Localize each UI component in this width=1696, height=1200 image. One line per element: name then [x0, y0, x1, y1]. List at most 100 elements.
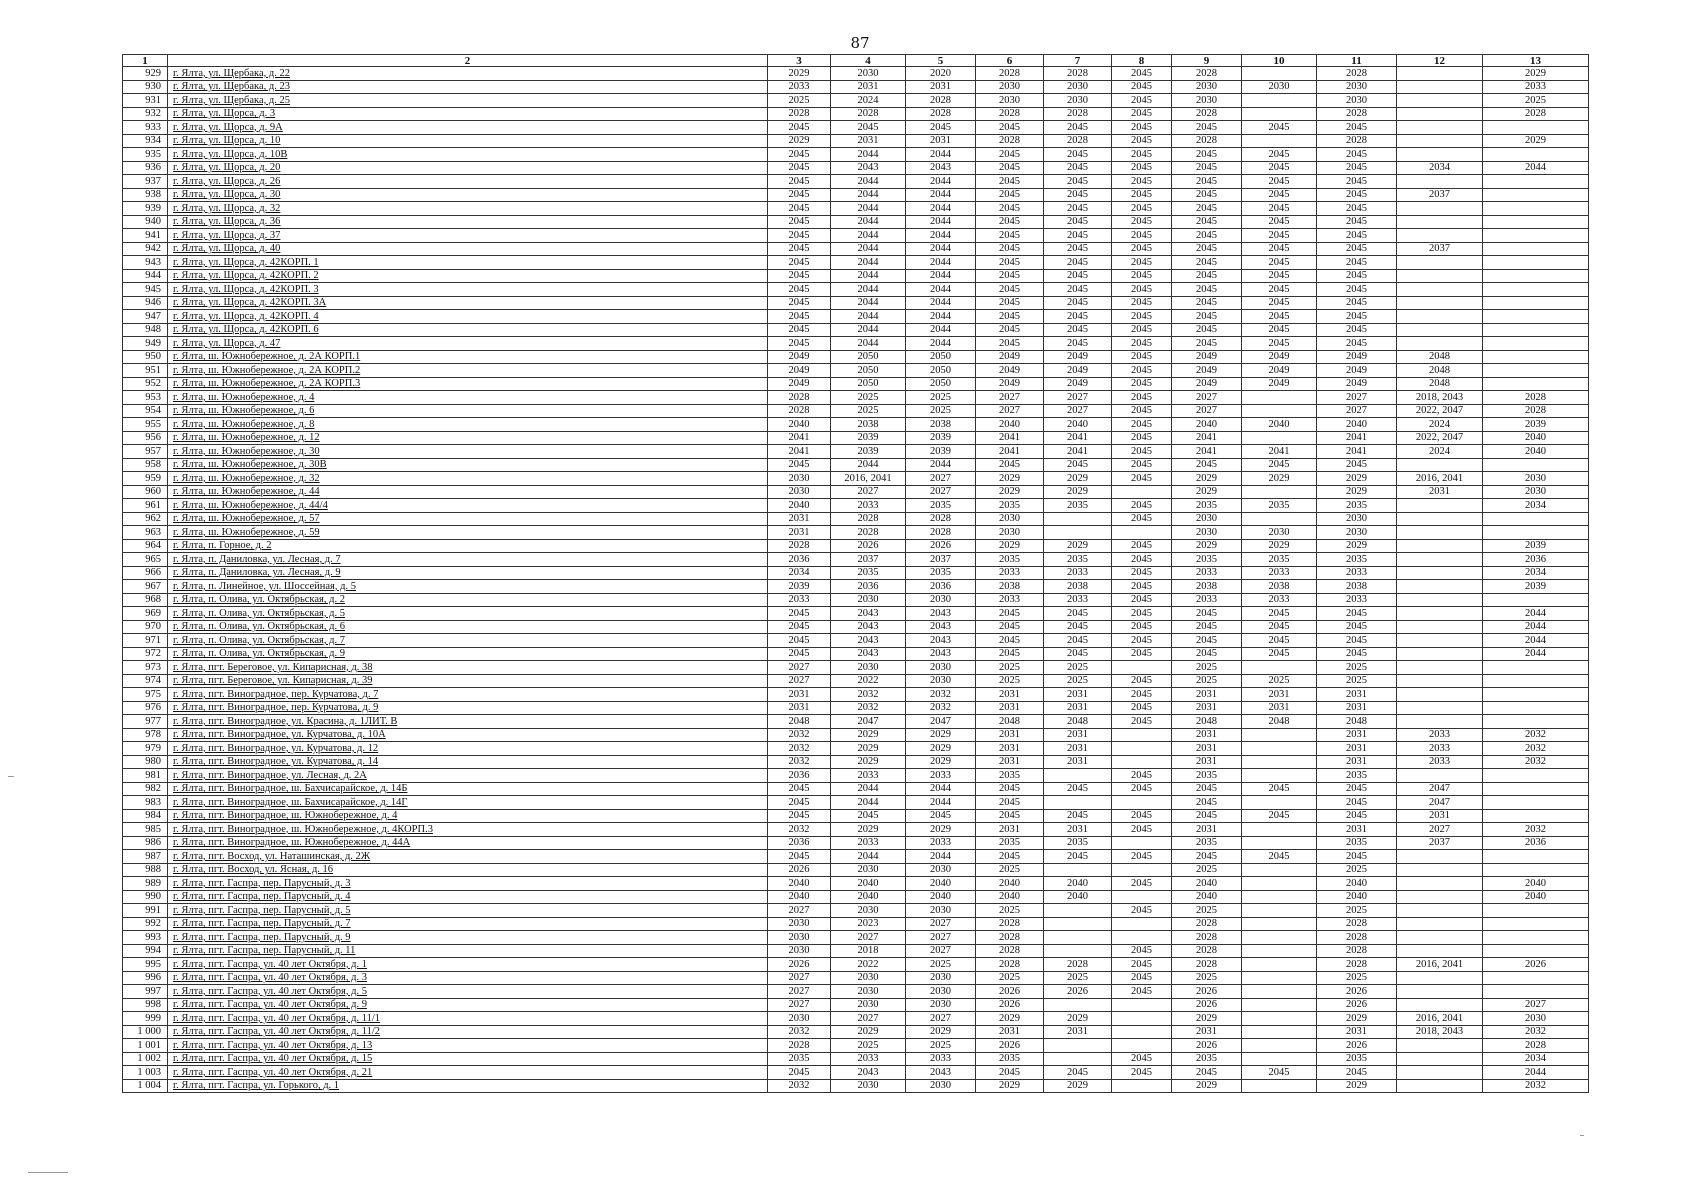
- year-cell-col-11: 2031: [1316, 741, 1397, 756]
- address-cell: г. Ялта, ул. Щорса, д. 42КОРП. 2: [167, 268, 768, 283]
- column-header-10: 10: [1241, 54, 1317, 67]
- year-cell-col-3: 2027: [767, 903, 831, 918]
- row-number-cell: 991: [122, 903, 168, 918]
- year-cell-col-9: 2045: [1171, 808, 1242, 823]
- row-number-cell: 955: [122, 417, 168, 432]
- year-cell-col-9: 2049: [1171, 376, 1242, 391]
- year-cell-col-3: 2049: [767, 376, 831, 391]
- year-cell-col-13: [1482, 295, 1589, 310]
- address-cell: г. Ялта, ш. Южнобережное, д. 6: [167, 403, 768, 418]
- address-cell: г. Ялта, пгт. Гаспра, пер. Парусный, д. …: [167, 903, 768, 918]
- address-cell: г. Ялта, ул. Щорса, д. 32: [167, 201, 768, 216]
- year-cell-col-3: 2030: [767, 916, 831, 931]
- year-cell-col-9: 2040: [1171, 876, 1242, 891]
- row-number-cell: 987: [122, 849, 168, 864]
- year-cell-col-9: 2045: [1171, 295, 1242, 310]
- year-cell-col-7: [1043, 997, 1112, 1012]
- year-cell-col-5: 2027: [905, 930, 976, 945]
- year-cell-col-8: [1111, 754, 1172, 769]
- column-header-12: 12: [1396, 54, 1483, 67]
- year-cell-col-6: 2045: [975, 457, 1044, 472]
- address-cell: г. Ялта, пгт. Гаспра, пер. Парусный, д. …: [167, 916, 768, 931]
- year-cell-col-3: 2030: [767, 930, 831, 945]
- year-cell-col-6: 2045: [975, 174, 1044, 189]
- year-cell-col-9: 2041: [1171, 430, 1242, 445]
- year-cell-col-8: 2045: [1111, 174, 1172, 189]
- year-cell-col-4: 2039: [830, 430, 906, 445]
- year-cell-col-11: 2040: [1316, 876, 1397, 891]
- year-cell-col-13: 2040: [1482, 876, 1589, 891]
- row-number-cell: 962: [122, 511, 168, 526]
- year-cell-col-7: 2026: [1043, 984, 1112, 999]
- year-cell-col-11: 2028: [1316, 133, 1397, 148]
- address-cell: г. Ялта, ш. Южнобережное, д. 2А КОРП.3: [167, 376, 768, 391]
- year-cell-col-11: 2025: [1316, 970, 1397, 985]
- year-cell-col-12: [1396, 120, 1483, 135]
- year-cell-col-8: 2045: [1111, 903, 1172, 918]
- year-cell-col-4: 2040: [830, 876, 906, 891]
- year-cell-col-4: 2044: [830, 295, 906, 310]
- year-cell-col-10: [1241, 727, 1317, 742]
- year-cell-col-11: 2035: [1316, 1051, 1397, 1066]
- year-cell-col-9: 2033: [1171, 565, 1242, 580]
- address-cell: г. Ялта, ул. Щорса, д. 42КОРП. 3А: [167, 295, 768, 310]
- year-cell-col-3: 2030: [767, 484, 831, 499]
- year-cell-col-8: 2045: [1111, 633, 1172, 648]
- year-cell-col-13: [1482, 201, 1589, 216]
- year-cell-col-6: 2045: [975, 336, 1044, 351]
- year-cell-col-8: 2045: [1111, 430, 1172, 445]
- year-cell-col-8: 2045: [1111, 336, 1172, 351]
- year-cell-col-5: 2020: [905, 66, 976, 81]
- year-cell-col-11: 2045: [1316, 633, 1397, 648]
- year-cell-col-4: 2044: [830, 781, 906, 796]
- row-number-cell: 978: [122, 727, 168, 742]
- year-cell-col-13: 2040: [1482, 430, 1589, 445]
- year-cell-col-5: 2044: [905, 309, 976, 324]
- year-cell-col-11: 2033: [1316, 592, 1397, 607]
- year-cell-col-12: [1396, 970, 1483, 985]
- year-cell-col-13: [1482, 255, 1589, 270]
- year-cell-col-12: 2047: [1396, 795, 1483, 810]
- address-cell: г. Ялта, пгт. Гаспра, пер. Парусный, д. …: [167, 889, 768, 904]
- year-cell-col-13: 2044: [1482, 619, 1589, 634]
- year-cell-col-11: 2025: [1316, 862, 1397, 877]
- year-cell-col-12: [1396, 174, 1483, 189]
- address-cell: г. Ялта, ул. Щербака, д. 22: [167, 66, 768, 81]
- year-cell-col-4: 2033: [830, 768, 906, 783]
- year-cell-col-10: 2048: [1241, 714, 1317, 729]
- year-cell-col-8: 2045: [1111, 120, 1172, 135]
- year-cell-col-7: 2049: [1043, 363, 1112, 378]
- year-cell-col-13: [1482, 322, 1589, 337]
- year-cell-col-4: 2044: [830, 255, 906, 270]
- year-cell-col-12: [1396, 309, 1483, 324]
- year-cell-col-11: 2035: [1316, 768, 1397, 783]
- year-cell-col-7: 2029: [1043, 538, 1112, 553]
- year-cell-col-4: 2037: [830, 552, 906, 567]
- year-cell-col-7: [1043, 916, 1112, 931]
- year-cell-col-11: 2045: [1316, 606, 1397, 621]
- year-cell-col-13: 2032: [1482, 1078, 1589, 1093]
- year-cell-col-9: 2030: [1171, 93, 1242, 108]
- year-cell-col-11: 2029: [1316, 1011, 1397, 1026]
- year-cell-col-7: 2045: [1043, 241, 1112, 256]
- year-cell-col-9: 2025: [1171, 903, 1242, 918]
- year-cell-col-10: 2029: [1241, 538, 1317, 553]
- year-cell-col-9: 2045: [1171, 201, 1242, 216]
- year-cell-col-7: 2031: [1043, 741, 1112, 756]
- year-cell-col-3: 2045: [767, 646, 831, 661]
- year-cell-col-10: 2045: [1241, 174, 1317, 189]
- year-cell-col-5: 2038: [905, 417, 976, 432]
- year-cell-col-9: 2045: [1171, 849, 1242, 864]
- year-cell-col-8: 2045: [1111, 606, 1172, 621]
- year-cell-col-9: 2028: [1171, 930, 1242, 945]
